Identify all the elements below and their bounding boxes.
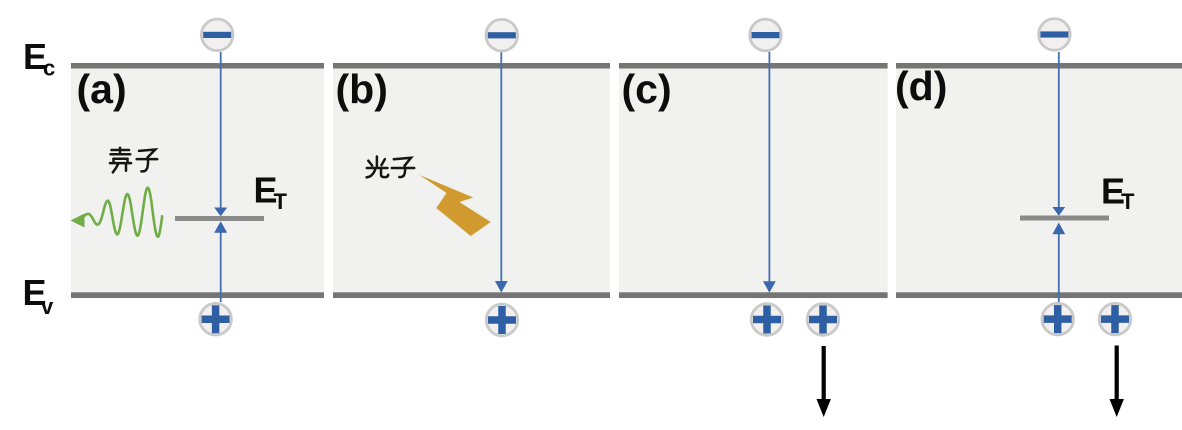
svg-text:E: E	[254, 169, 278, 210]
svg-text:c: c	[43, 56, 55, 81]
svg-text:(b): (b)	[336, 66, 388, 112]
svg-text:E: E	[23, 272, 47, 313]
svg-text:(d): (d)	[895, 63, 947, 109]
svg-text:(c): (c)	[622, 66, 672, 112]
svg-text:T: T	[1121, 189, 1135, 214]
svg-text:T: T	[274, 189, 288, 214]
svg-text:E: E	[23, 36, 47, 77]
svg-text:(a): (a)	[77, 66, 127, 112]
svg-text:v: v	[41, 294, 54, 319]
svg-text:E: E	[1101, 171, 1125, 212]
